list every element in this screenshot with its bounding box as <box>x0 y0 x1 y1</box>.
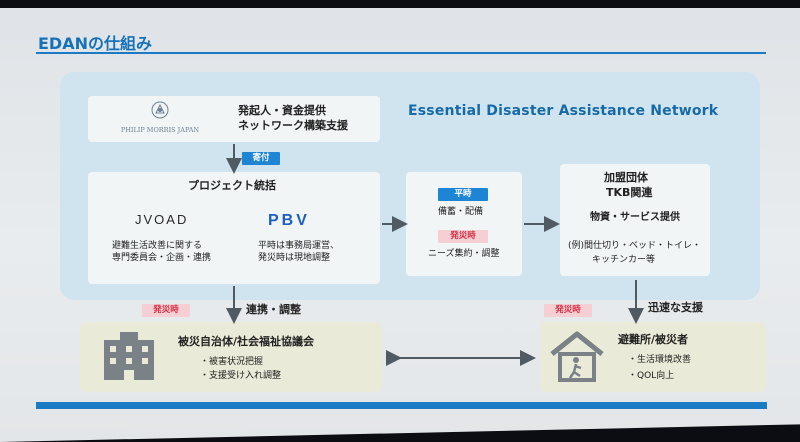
support-label: 迅速な支援 <box>648 301 703 314</box>
municipality-item-2: ・支援受け入れ調整 <box>200 371 282 381</box>
municipality-title: 被災自治体/社会福祉協議会 <box>178 335 315 348</box>
member-card <box>560 164 710 276</box>
network-name: Essential Disaster Assistance Network <box>408 103 719 119</box>
philip-morris-logo: PHILIP MORRIS JAPAN <box>96 100 224 136</box>
sponsor-card <box>88 96 380 142</box>
slide-title: EDANの仕組み <box>38 34 152 53</box>
municipality-item-1: ・被害状況把握 <box>200 357 264 367</box>
left-disaster-tag: 発災時 <box>142 304 190 317</box>
building-icon <box>104 332 154 380</box>
jvoad-desc-2: 専門委員会・企画・連携 <box>112 253 212 263</box>
sponsor-text: 発起人・資金提供 ネットワーク構築支援 <box>238 103 348 133</box>
member-example-1: (例)間仕切り・ベッド・トイレ・ <box>568 241 702 251</box>
disaster-time-text: ニーズ集約・調整 <box>428 249 500 259</box>
shelter-item-1: ・生活環境改善 <box>628 355 692 365</box>
jvoad-logo: JVOAD <box>135 212 189 227</box>
member-subtitle: 物資・サービス提供 <box>590 212 680 223</box>
member-example-2: キッチンカー等 <box>592 255 656 265</box>
disaster-time-tag: 発災時 <box>438 230 488 243</box>
shelter-title: 避難所/被災者 <box>618 333 689 346</box>
project-title: プロジェクト統括 <box>188 179 276 192</box>
project-card <box>88 172 380 284</box>
pbv-logo: PBV <box>268 212 310 229</box>
member-title-2: TKB関連 <box>606 186 653 199</box>
donation-tag: 寄付 <box>242 152 280 165</box>
jvoad-desc-1: 避難生活改善に関する <box>112 241 203 251</box>
title-underline <box>36 52 766 54</box>
normal-time-text: 備蓄・配備 <box>438 207 484 217</box>
shelter-item-2: ・QOL向上 <box>628 371 675 381</box>
philip-morris-logo-text: PHILIP MORRIS JAPAN <box>120 126 200 134</box>
right-disaster-tag: 発災時 <box>544 304 592 317</box>
crest-icon <box>151 101 169 119</box>
pbv-desc-1: 平時は事務局運営、 <box>258 241 340 251</box>
bottom-bar <box>36 402 767 409</box>
sponsor-line-2: ネットワーク構築支援 <box>238 119 348 132</box>
shelter-house-icon <box>550 331 604 382</box>
screen-edge <box>0 0 800 8</box>
member-title-1: 加盟団体 <box>604 171 648 184</box>
sponsor-line-1: 発起人・資金提供 <box>238 104 326 117</box>
normal-time-tag: 平時 <box>438 188 488 201</box>
coordination-label: 連携・調整 <box>246 303 301 316</box>
pbv-desc-2: 発災時は現地調整 <box>258 253 331 263</box>
